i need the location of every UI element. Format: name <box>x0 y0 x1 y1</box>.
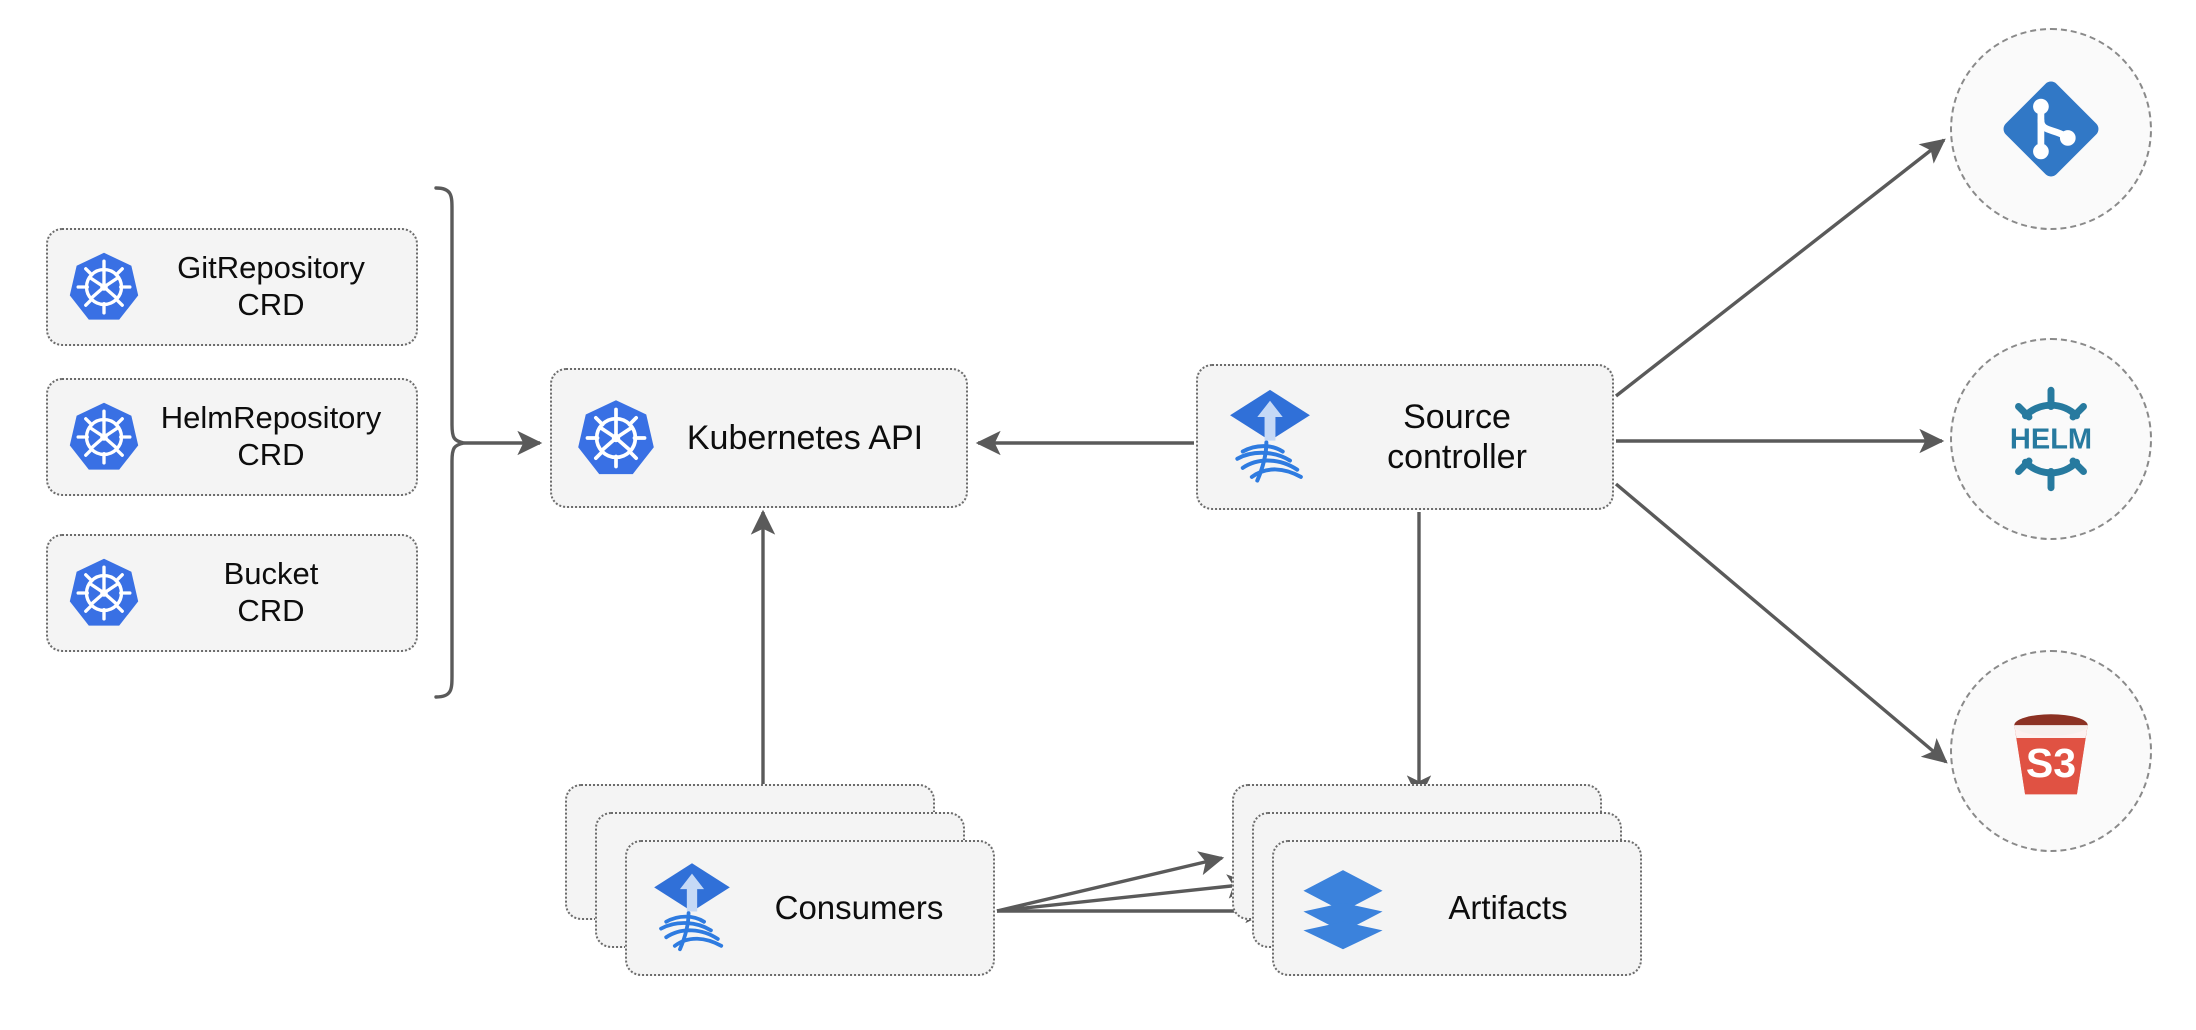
kubernetes-icon <box>66 555 142 631</box>
git-icon <box>1992 70 2110 188</box>
node-label: Artifacts <box>1448 888 1568 926</box>
crd-group-brace <box>434 186 465 699</box>
helm-icon: HELM <box>1992 380 2110 498</box>
crd-label: GitRepository CRD <box>177 250 365 322</box>
node-kubernetes-api[interactable]: Kubernetes API <box>550 368 968 508</box>
node-source-controller[interactable]: Source controller <box>1196 364 1614 510</box>
edge-source-controller-to-s3 <box>1614 482 1948 764</box>
node-artifacts[interactable]: Artifacts <box>1272 840 1642 976</box>
layers-icon <box>1300 865 1386 951</box>
edge-consumers-to-artifacts-mid <box>996 874 1253 913</box>
node-consumers[interactable]: Consumers <box>625 840 995 976</box>
crd-label: Bucket CRD <box>223 556 319 628</box>
node-label: Source controller <box>1387 397 1527 476</box>
crd-box-helmrepository[interactable]: HelmRepository CRD <box>46 378 418 496</box>
s3-bucket-icon: S3 <box>1992 692 2110 810</box>
node-label: Kubernetes API <box>686 418 924 457</box>
crd-box-bucket[interactable]: Bucket CRD <box>46 534 418 652</box>
node-label: Consumers <box>774 888 944 926</box>
flux-icon <box>649 860 735 956</box>
kubernetes-icon <box>66 249 142 325</box>
kubernetes-icon <box>66 399 142 475</box>
helm-wordmark: HELM <box>2010 423 2092 455</box>
external-source-s3[interactable]: S3 <box>1950 650 2152 852</box>
kubernetes-icon <box>574 396 658 480</box>
external-source-git[interactable] <box>1950 28 2152 230</box>
flux-icon <box>1224 388 1316 486</box>
s3-wordmark: S3 <box>2026 740 2076 786</box>
crd-label: HelmRepository CRD <box>160 400 382 472</box>
edge-consumers-to-artifacts-back <box>996 851 1225 913</box>
crd-box-gitrepository[interactable]: GitRepository CRD <box>46 228 418 346</box>
external-source-helm[interactable]: HELM <box>1950 338 2152 540</box>
edge-source-controller-to-git <box>1614 138 1946 398</box>
